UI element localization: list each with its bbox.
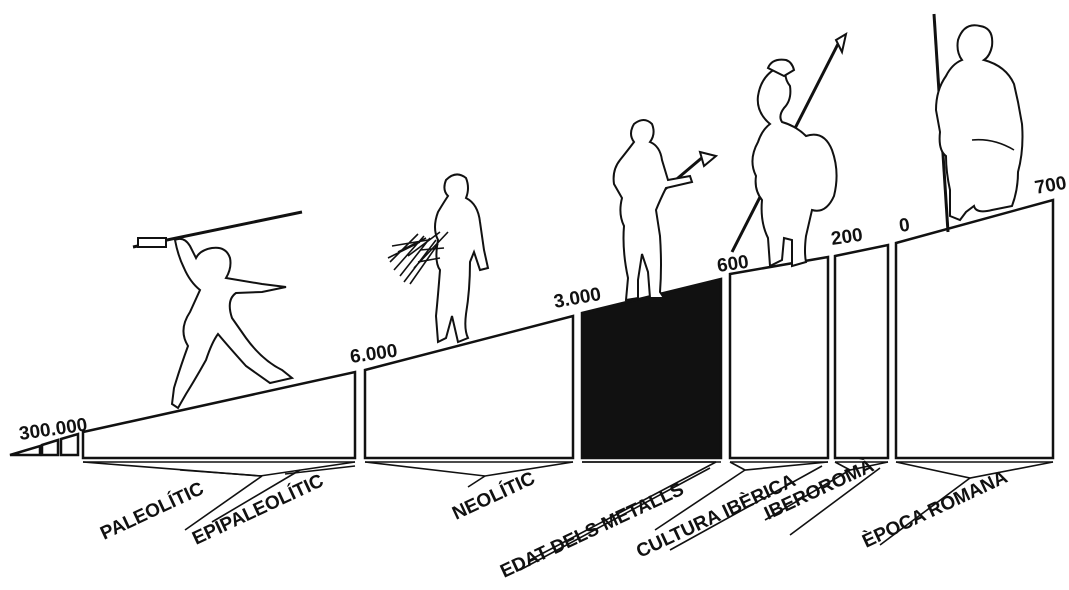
date-0: 0 bbox=[898, 215, 911, 237]
neolithic-farmer-figure bbox=[388, 174, 488, 342]
roman-soldier-figure bbox=[934, 14, 1023, 232]
metal-age-figure bbox=[614, 120, 716, 300]
block-romana bbox=[896, 200, 1053, 458]
block-iberica bbox=[730, 257, 828, 458]
block-paleolitic bbox=[83, 372, 355, 458]
block-neolitic bbox=[365, 316, 573, 458]
date-600: 600 bbox=[716, 252, 750, 277]
period-romana: ÈPOCA ROMANA bbox=[859, 466, 1011, 553]
date-700: 700 bbox=[1033, 173, 1068, 199]
period-epipaleolitic: EPIPALEOLÍTIC bbox=[189, 469, 327, 549]
period-neolitic: NEOLÍTIC bbox=[449, 467, 539, 525]
iberian-warrior-figure bbox=[732, 34, 846, 266]
block-metalls bbox=[582, 279, 721, 458]
paleolithic-hunter-figure bbox=[133, 212, 302, 408]
date-200: 200 bbox=[830, 225, 864, 250]
ramp-tip bbox=[10, 446, 40, 455]
block-iberoroma bbox=[835, 245, 888, 458]
ramp-small-block-1 bbox=[42, 440, 58, 455]
